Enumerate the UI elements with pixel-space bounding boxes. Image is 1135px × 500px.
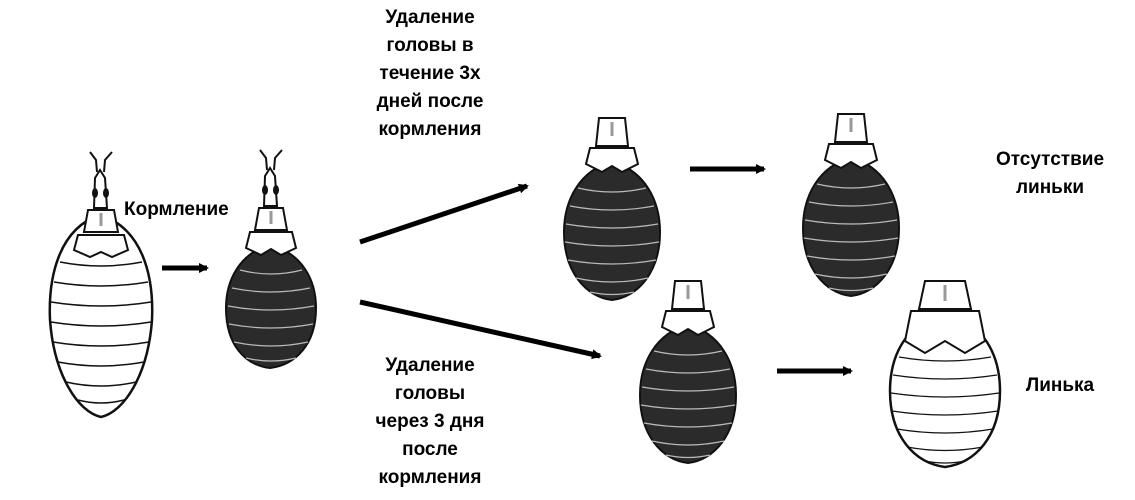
arrow-late-decapitation — [359, 299, 602, 360]
bug-unfed — [48, 150, 154, 419]
bug-decapitated-early — [562, 116, 662, 302]
label-no-molt: Отсутствие линьки — [995, 149, 1105, 198]
label-feeding: Кормление — [124, 199, 229, 220]
label-molt: Линька — [1025, 375, 1095, 396]
bug-fed — [224, 148, 318, 370]
label-early-decapitation: Удаление головы в течение 3х дней после … — [376, 7, 484, 140]
bug-decapitated-late — [638, 279, 738, 465]
arrow-early-decapitation — [359, 183, 529, 245]
bug-molted — [888, 279, 1002, 469]
label-late-decapitation: Удаление головы через 3 дня после кормле… — [375, 355, 485, 488]
bug-no-molt — [801, 112, 901, 298]
